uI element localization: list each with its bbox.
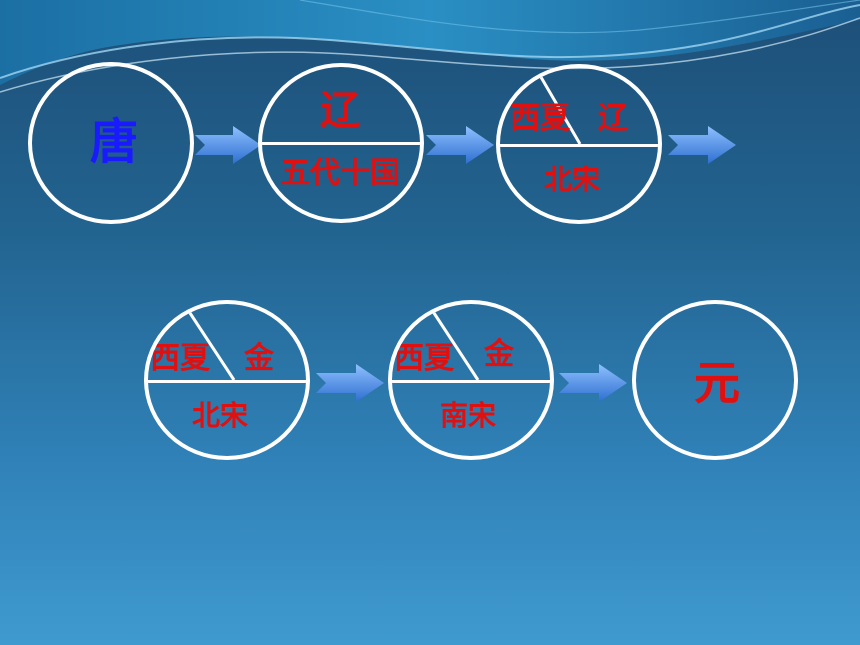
divider-diagonal: [430, 309, 480, 381]
label-jin: 金: [484, 337, 514, 372]
label-nansong: 南宋: [440, 399, 497, 432]
label-tang: 唐: [90, 114, 139, 170]
arrow-right-icon: [668, 126, 736, 164]
arrow-right-icon: [426, 126, 494, 164]
node-yuan: 元: [632, 300, 798, 460]
divider-diagonal: [536, 71, 582, 145]
divider-horizontal: [262, 142, 420, 145]
divider-diagonal: [186, 309, 236, 381]
divider-horizontal: [500, 144, 658, 147]
node-xixia-jin-nansong: 西夏 金 南宋: [388, 300, 554, 460]
divider-horizontal: [148, 380, 306, 383]
label-xixia: 西夏: [394, 341, 454, 376]
node-liao-wudai: 辽 五代十国: [258, 63, 424, 223]
divider-horizontal: [392, 380, 550, 383]
label-yuan: 元: [694, 356, 740, 410]
node-xixia-jin-beisong: 西夏 金 北宋: [144, 300, 310, 460]
label-liao: 辽: [320, 88, 360, 134]
arrow-right-icon: [195, 126, 261, 164]
node-xixia-liao-beisong: 西夏 辽 北宋: [496, 64, 662, 224]
label-wudai-shiguo: 五代十国: [280, 156, 400, 191]
label-beisong: 北宋: [192, 399, 249, 432]
label-jin: 金: [244, 341, 274, 376]
arrow-right-icon: [316, 364, 384, 402]
label-xixia: 西夏: [510, 101, 570, 136]
label-beisong: 北宋: [544, 163, 601, 196]
label-liao: 辽: [598, 101, 628, 136]
node-tang: 唐: [28, 62, 194, 224]
label-xixia: 西夏: [150, 341, 210, 376]
arrow-right-icon: [559, 364, 627, 402]
header-wave-decoration: [0, 0, 860, 93]
